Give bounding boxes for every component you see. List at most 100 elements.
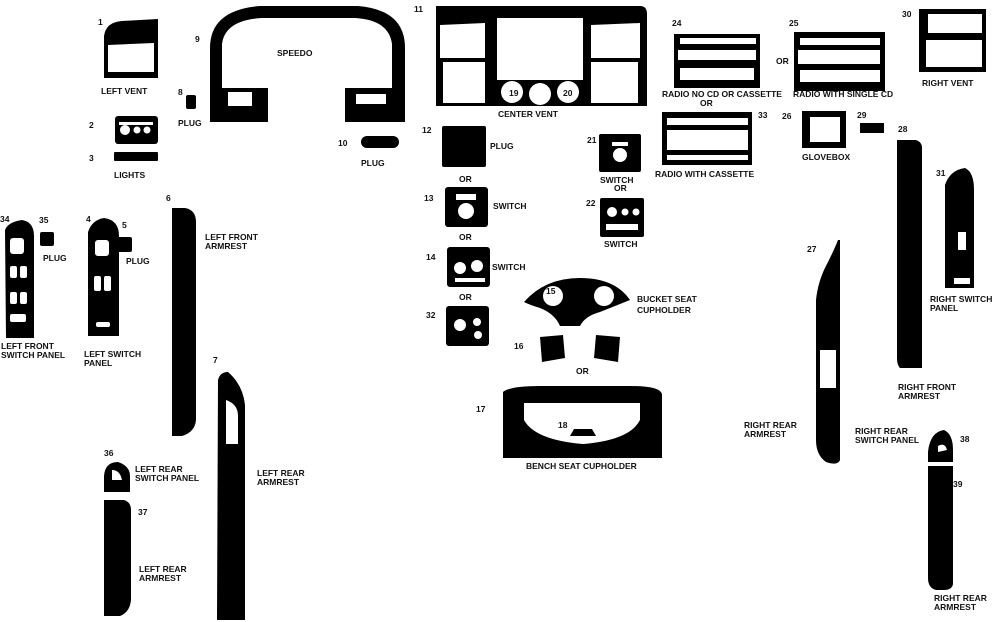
part-number: 10 [338, 138, 348, 148]
part-15-bucket-seat-cupholder [524, 278, 630, 326]
label-or-12: OR [459, 174, 472, 184]
part-number: 18 [558, 420, 568, 430]
part-36-left-rear-switch-panel [104, 462, 130, 492]
label-plug-10: PLUG [361, 158, 385, 168]
label-plug-12: PLUG [490, 141, 514, 151]
part-number: 9 [195, 34, 200, 44]
part-1-left-vent [104, 19, 158, 78]
part-number: 8 [178, 87, 183, 97]
label-panel-31: PANEL [930, 303, 958, 313]
label-armrest-37: ARMREST [139, 573, 182, 583]
part-24-radio-bezel [674, 34, 760, 88]
part-number: 6 [166, 193, 171, 203]
label-bucket-seat: BUCKET SEAT [637, 294, 698, 304]
part-11-center-vent-bezel [436, 6, 647, 106]
label-switch-panel-34: SWITCH PANEL [1, 350, 65, 360]
part-9-speedo-bezel [210, 6, 405, 122]
label-left-front-34: LEFT FRONT [1, 341, 55, 351]
part-number: 25 [789, 18, 799, 28]
part-26-glovebox-bezel [802, 111, 846, 148]
label-plug-5: PLUG [126, 256, 150, 266]
part-32-switch-panel [446, 306, 489, 346]
part-35-plug [40, 232, 54, 246]
label-right-rear-27: RIGHT REAR [744, 420, 797, 430]
label-or-14: OR [459, 292, 472, 302]
part-12-plug [442, 126, 486, 167]
part-22-switch-panel [600, 198, 644, 237]
part-33-radio-cassette-bezel [662, 112, 752, 165]
label-lights: LIGHTS [114, 170, 145, 180]
part-number: 32 [426, 310, 436, 320]
label-right-rear-39: RIGHT REAR [934, 593, 987, 603]
part-30-right-vent [919, 9, 986, 72]
label-armrest-6: ARMREST [205, 241, 248, 251]
part-14-switch-panel [447, 247, 490, 287]
part-38-right-rear-switch-panel [928, 430, 953, 462]
part-number: 16 [514, 341, 524, 351]
part-5-plug [117, 237, 132, 252]
label-radio-no-cd: RADIO NO CD OR CASSETTE [662, 89, 782, 99]
part-16-cupholder-insert-right [594, 335, 620, 362]
part-number: 13 [424, 193, 434, 203]
label-panel-4: PANEL [84, 358, 112, 368]
part-number: 5 [122, 220, 127, 230]
label-right-rear-38: RIGHT REAR [855, 426, 908, 436]
part-number: 28 [898, 124, 908, 134]
label-glovebox: GLOVEBOX [802, 152, 851, 162]
part-10-plug [361, 136, 399, 148]
part-number: 39 [953, 479, 963, 489]
label-left-vent: LEFT VENT [101, 86, 148, 96]
part-4-left-switch-panel [88, 218, 119, 336]
label-cupholder: CUPHOLDER [637, 305, 691, 315]
part-27-right-rear-armrest [816, 240, 840, 464]
part-number: 21 [587, 135, 597, 145]
label-left-rear-37: LEFT REAR [139, 564, 187, 574]
part-17-bench-seat-cupholder [503, 386, 662, 458]
label-or-radio-cd: OR [776, 56, 789, 66]
label-left-rear-36: LEFT REAR [135, 464, 183, 474]
label-or-radio: OR [700, 98, 713, 108]
label-armrest-7: ARMREST [257, 477, 300, 487]
part-number: 2 [89, 120, 94, 130]
label-right-vent: RIGHT VENT [922, 78, 974, 88]
part-number: 14 [426, 252, 436, 262]
part-number: 31 [936, 168, 946, 178]
label-radio-cassette: RADIO WITH CASSETTE [655, 169, 754, 179]
label-left-rear-7: LEFT REAR [257, 468, 305, 478]
label-armrest-39: ARMREST [934, 602, 977, 612]
label-center-vent: CENTER VENT [498, 109, 559, 119]
label-plug-35: PLUG [43, 253, 67, 263]
label-switch-22: SWITCH [604, 239, 638, 249]
part-number: 34 [0, 214, 10, 224]
part-number: 12 [422, 125, 432, 135]
part-7-left-rear-armrest [217, 372, 245, 620]
part-6-left-front-armrest [172, 208, 196, 436]
label-radio-single-cd: RADIO WITH SINGLE CD [793, 89, 893, 99]
label-switch-panel-36: SWITCH PANEL [135, 473, 199, 483]
label-right-front: RIGHT FRONT [898, 382, 957, 392]
label-left-front: LEFT FRONT [205, 232, 259, 242]
part-number: 7 [213, 355, 218, 365]
part-number: 20 [563, 88, 573, 98]
part-number: 27 [807, 244, 817, 254]
part-number: 29 [857, 110, 867, 120]
part-8-plug [186, 95, 196, 109]
part-number: 19 [509, 88, 519, 98]
part-29-trim [860, 123, 884, 133]
part-number: 33 [758, 110, 768, 120]
part-16-cupholder-insert-left [540, 335, 565, 362]
label-or-13: OR [459, 232, 472, 242]
part-28-right-front-armrest [897, 140, 922, 368]
part-number: 26 [782, 111, 792, 121]
part-number: 37 [138, 507, 148, 517]
label-switch-panel-38: SWITCH PANEL [855, 435, 919, 445]
label-armrest-27: ARMREST [744, 429, 787, 439]
label-switch-21: SWITCH [600, 175, 634, 185]
part-number: 35 [39, 215, 49, 225]
label-plug-8: PLUG [178, 118, 202, 128]
part-37-left-rear-armrest [104, 500, 131, 616]
part-39-right-rear-armrest [928, 466, 953, 590]
part-number: 11 [414, 4, 423, 14]
